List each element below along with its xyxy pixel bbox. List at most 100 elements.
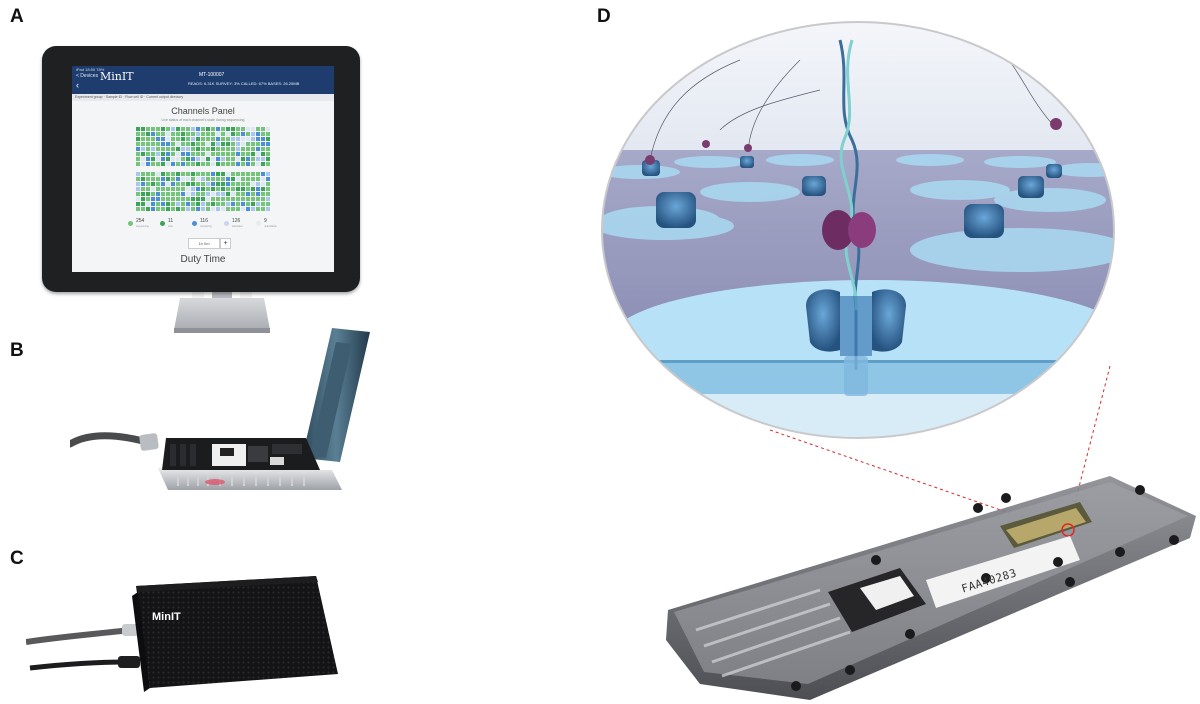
channel-cell (161, 132, 165, 136)
channel-cell (156, 172, 160, 176)
channel-cell (206, 192, 210, 196)
channel-cell (166, 177, 170, 181)
channel-cell (166, 162, 170, 166)
channel-cell (216, 197, 220, 201)
channel-cell (246, 177, 250, 181)
channel-cell (156, 132, 160, 136)
channel-cell (231, 157, 235, 161)
channel-cell (141, 147, 145, 151)
channel-cell (181, 192, 185, 196)
channel-cell (166, 157, 170, 161)
chevron-left-icon[interactable]: ‹ (76, 80, 79, 90)
channel-cell (196, 182, 200, 186)
channel-cell (161, 142, 165, 146)
channel-cell (256, 157, 260, 161)
channel-cell (171, 142, 175, 146)
channel-cell (141, 152, 145, 156)
channel-cell (136, 197, 140, 201)
channel-cell (251, 147, 255, 151)
channel-cell (191, 197, 195, 201)
channel-cell (241, 152, 245, 156)
channel-cell (146, 162, 150, 166)
zoom-in-button[interactable]: + (220, 238, 231, 249)
channel-cell (176, 132, 180, 136)
channel-cell (266, 162, 270, 166)
channel-cell (156, 127, 160, 131)
channel-cell (236, 162, 240, 166)
channel-cell (186, 162, 190, 166)
channel-cell (266, 137, 270, 141)
channel-cell (186, 207, 190, 211)
channel-cell (231, 152, 235, 156)
channel-cell (156, 207, 160, 211)
channel-cell (206, 182, 210, 186)
channel-cell (236, 147, 240, 151)
time-window-select[interactable]: 1h 0m (188, 238, 220, 249)
channel-cell (181, 142, 185, 146)
channel-cell (151, 177, 155, 181)
channel-cell (136, 147, 140, 151)
channel-cell (241, 177, 245, 181)
channel-cell (236, 187, 240, 191)
channel-cell (191, 172, 195, 176)
channel-cell (151, 152, 155, 156)
channel-cell (226, 147, 230, 151)
channel-cell (216, 152, 220, 156)
channel-cell (211, 162, 215, 166)
channel-cell (236, 202, 240, 206)
channel-cell (261, 157, 265, 161)
channel-cell (171, 147, 175, 151)
channel-cell (246, 197, 250, 201)
channel-cell (206, 207, 210, 211)
channel-cell (176, 182, 180, 186)
channel-cell (211, 132, 215, 136)
channel-cell (221, 192, 225, 196)
channel-cell (171, 172, 175, 176)
channel-cell (201, 137, 205, 141)
channel-cell (181, 152, 185, 156)
channel-cell (136, 142, 140, 146)
channel-cell (216, 137, 220, 141)
channels-panel-subtitle: Live status of each channel's state duri… (161, 118, 245, 122)
channel-cell (231, 162, 235, 166)
devices-back-link[interactable]: < Devices (76, 73, 99, 79)
channel-cell (261, 207, 265, 211)
channel-cell (216, 207, 220, 211)
channel-cell (166, 197, 170, 201)
channel-cell (141, 127, 145, 131)
channel-cell (241, 187, 245, 191)
channel-cell (221, 142, 225, 146)
channel-cell (211, 137, 215, 141)
channel-cell (266, 152, 270, 156)
channel-cell (221, 152, 225, 156)
channel-cell (161, 147, 165, 151)
channel-cell (191, 137, 195, 141)
channel-cell (251, 162, 255, 166)
channel-cell (156, 142, 160, 146)
channel-cell (256, 177, 260, 181)
channel-cell (191, 127, 195, 131)
channel-cell (136, 137, 140, 141)
channel-cell (236, 137, 240, 141)
channel-cell (166, 147, 170, 151)
channel-cell (176, 147, 180, 151)
app-header: iPad 18:50 78% < Devices MinIT MT-100007… (72, 66, 334, 94)
channel-cell (261, 137, 265, 141)
channel-cell (171, 202, 175, 206)
channel-cell (256, 137, 260, 141)
channel-cell (246, 147, 250, 151)
channel-cell (256, 207, 260, 211)
channel-cell (166, 172, 170, 176)
channel-cell (226, 187, 230, 191)
channel-cell (141, 162, 145, 166)
channel-cell (236, 152, 240, 156)
channel-cell (151, 157, 155, 161)
channel-cell (161, 182, 165, 186)
channel-cell (136, 202, 140, 206)
channel-cell (251, 207, 255, 211)
channel-cell (226, 132, 230, 136)
channel-cell (216, 142, 220, 146)
